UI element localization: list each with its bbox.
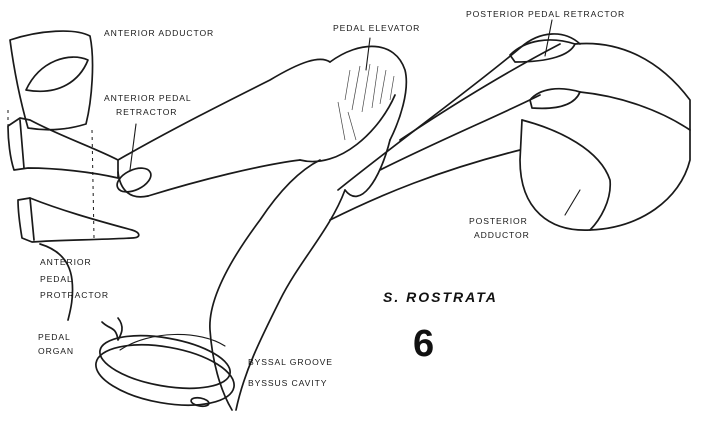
label-byssus-cavity: BYSSUS CAVITY [248,377,327,390]
label-anterior-pedal-retractor-line2: RETRACTOR [116,106,177,119]
label-posterior-adductor-line2: ADDUCTOR [474,229,530,242]
posterior-adductor-shape [520,43,690,230]
label-pedal-organ-line1: PEDAL [38,331,71,344]
label-anterior-pedal-protractor-line2: PEDAL [40,273,73,286]
anterior-adductor-shape [10,31,93,130]
label-pedal-elevator: PEDAL ELEVATOR [333,22,420,35]
label-anterior-pedal-protractor-line3: PROTRACTOR [40,289,109,302]
label-posterior-adductor-line1: POSTERIOR [469,215,528,228]
label-anterior-pedal-retractor-line1: ANTERIOR PEDAL [104,92,192,105]
label-pedal-organ-line2: ORGAN [38,345,74,358]
figure-number: 6 [413,323,434,366]
anterior-pedal-retractor-shape [8,118,155,197]
label-anterior-adductor: ANTERIOR ADDUCTOR [104,27,214,40]
byssus-disc-shape [91,318,239,415]
species-name: S. ROSTRATA [383,289,498,305]
label-byssal-groove: BYSSAL GROOVE [248,356,333,369]
label-anterior-pedal-protractor-line1: ANTERIOR [40,256,92,269]
label-posterior-pedal-retractor: POSTERIOR PEDAL RETRACTOR [466,8,625,21]
dashed-guide-line [92,130,94,238]
